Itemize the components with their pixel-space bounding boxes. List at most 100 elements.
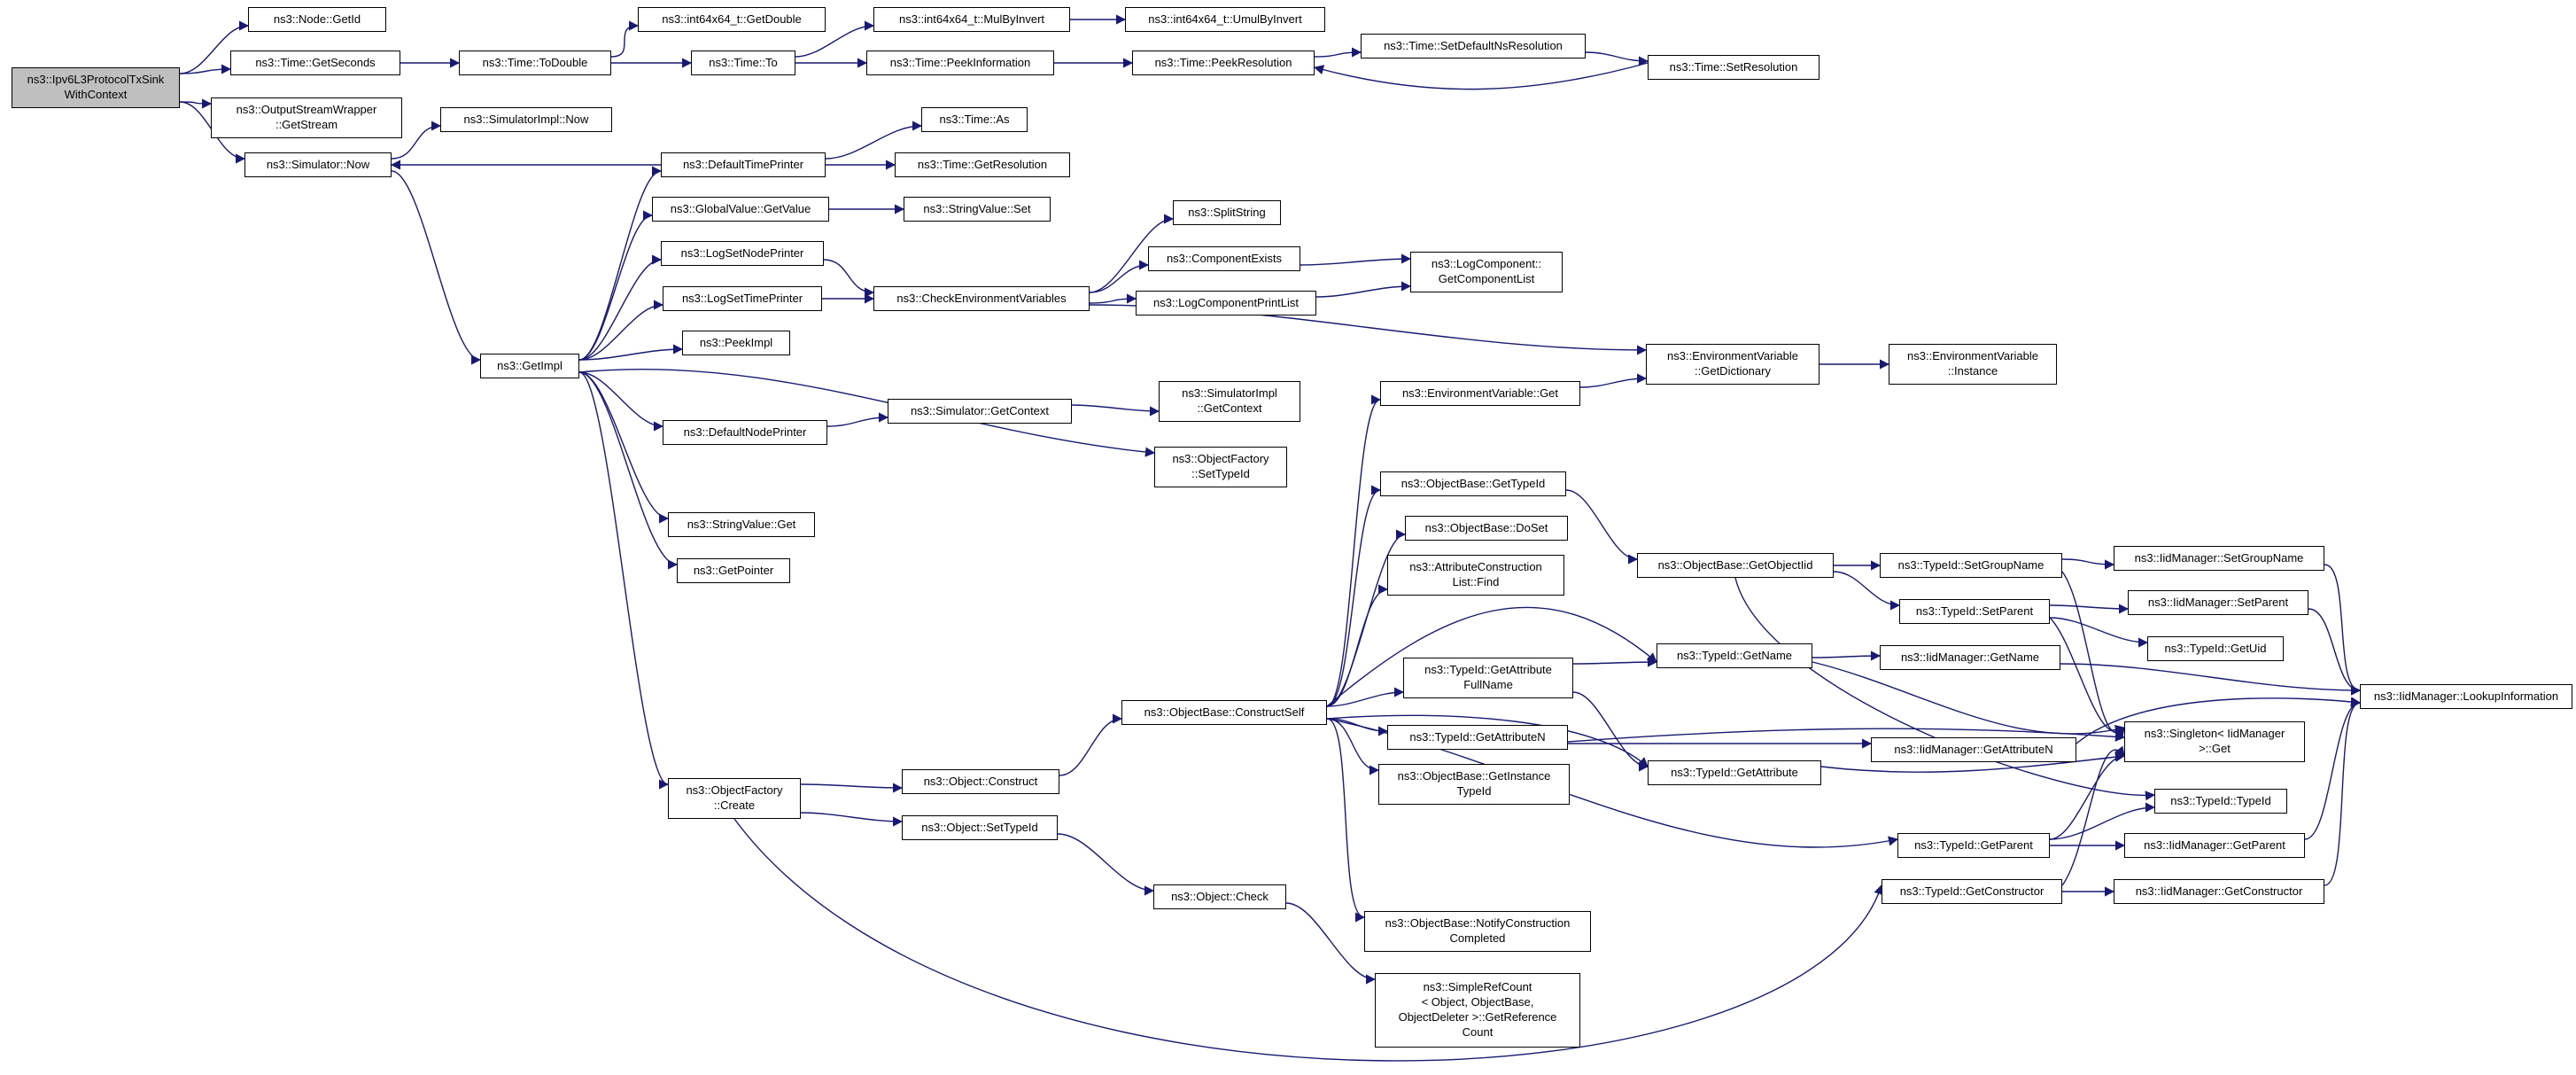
node-svSet[interactable]: ns3::StringValue::Set xyxy=(904,197,1051,222)
edge-getImpl-logSetTimePrinter xyxy=(578,300,664,361)
edge-timeToDouble-i64GetDouble xyxy=(610,20,640,58)
node-simNow[interactable]: ns3::Simulator::Now xyxy=(244,152,392,177)
node-peekImpl[interactable]: ns3::PeekImpl xyxy=(682,331,790,355)
node-obGetObjectIid[interactable]: ns3::ObjectBase::GetObjectIid xyxy=(1637,553,1834,578)
edge-getImpl-ofCreate xyxy=(578,371,670,790)
node-iidSetParent[interactable]: ns3::IidManager::SetParent xyxy=(2128,590,2308,615)
node-tidGetUid[interactable]: ns3::TypeId::GetUid xyxy=(2147,636,2284,661)
node-tidTypeId[interactable]: ns3::TypeId::TypeId xyxy=(2154,789,2287,814)
edge-tidSetGroupName-singletonGet xyxy=(2061,571,2125,738)
edge-obConstructSelf-envGet xyxy=(1326,394,1382,707)
edge-envGet-envGetDictionary xyxy=(1579,373,1648,388)
node-splitString[interactable]: ns3::SplitString xyxy=(1173,200,1281,225)
node-tidGetConstructor[interactable]: ns3::TypeId::GetConstructor xyxy=(1882,879,2062,904)
node-obNotifyConstructionCompleted[interactable]: ns3::ObjectBase::NotifyConstruction Comp… xyxy=(1364,911,1591,952)
node-iidGetName[interactable]: ns3::IidManager::GetName xyxy=(1880,645,2060,670)
node-iidGetAttributeN[interactable]: ns3::IidManager::GetAttributeN xyxy=(1871,737,2076,762)
node-logComponentPrintList[interactable]: ns3::LogComponentPrintList xyxy=(1136,291,1316,315)
node-defaultNodePrinter[interactable]: ns3::DefaultNodePrinter xyxy=(663,420,827,445)
node-iidGetParent[interactable]: ns3::IidManager::GetParent xyxy=(2124,833,2305,858)
edge-getImpl-gvGetValue xyxy=(578,210,654,361)
node-logSetNodePrinter[interactable]: ns3::LogSetNodePrinter xyxy=(661,241,824,266)
node-timeTo[interactable]: ns3::Time::To xyxy=(691,51,795,75)
node-logSetTimePrinter[interactable]: ns3::LogSetTimePrinter xyxy=(663,286,822,311)
node-iidLookupInformation[interactable]: ns3::IidManager::LookupInformation xyxy=(2360,684,2572,709)
edge-tidGetAttributeN-singletonGet xyxy=(1567,728,2126,743)
node-txsink: ns3::Ipv6L3ProtocolTxSink WithContext xyxy=(12,67,180,108)
node-timeGetResolution[interactable]: ns3::Time::GetResolution xyxy=(895,152,1070,177)
node-tidGetParent[interactable]: ns3::TypeId::GetParent xyxy=(1897,833,2050,858)
edge-obConstructSelf-tidGetName xyxy=(1326,606,1657,707)
node-tidGetName[interactable]: ns3::TypeId::GetName xyxy=(1657,643,1812,668)
node-i64UmulByInvert[interactable]: ns3::int64x64_t::UmulByInvert xyxy=(1125,7,1325,32)
node-objSetTypeId[interactable]: ns3::Object::SetTypeId xyxy=(902,815,1058,840)
edge-tidSetParent-singletonGet xyxy=(2049,617,2125,738)
node-checkEnvVars[interactable]: ns3::CheckEnvironmentVariables xyxy=(873,286,1090,311)
node-obGetTypeId[interactable]: ns3::ObjectBase::GetTypeId xyxy=(1380,471,1566,496)
edge-txsink-nodeGetId xyxy=(179,20,250,74)
edge-getImpl-peekImpl xyxy=(578,344,684,361)
node-objConstruct[interactable]: ns3::Object::Construct xyxy=(902,769,1059,794)
node-envGetDictionary[interactable]: ns3::EnvironmentVariable ::GetDictionary xyxy=(1646,344,1819,385)
node-oswGetStream[interactable]: ns3::OutputStreamWrapper ::GetStream xyxy=(211,97,402,138)
edge-txsink-timeGetSeconds xyxy=(179,64,232,74)
node-iidSetGroupName[interactable]: ns3::IidManager::SetGroupName xyxy=(2114,546,2324,571)
node-defaultTimePrinter[interactable]: ns3::DefaultTimePrinter xyxy=(661,152,826,177)
node-srcGetReferenceCount[interactable]: ns3::SimpleRefCount < Object, ObjectBase… xyxy=(1375,973,1580,1048)
node-envInstance[interactable]: ns3::EnvironmentVariable ::Instance xyxy=(1889,344,2057,385)
edge-iidGetName-iidLookupInformation xyxy=(2060,663,2362,696)
node-ofCreate[interactable]: ns3::ObjectFactory ::Create xyxy=(668,778,801,819)
node-timeGetSeconds[interactable]: ns3::Time::GetSeconds xyxy=(230,51,400,75)
edge-iidSetParent-iidLookupInformation xyxy=(2308,608,2362,696)
node-obGetInstanceTypeId[interactable]: ns3::ObjectBase::GetInstance TypeId xyxy=(1378,764,1570,805)
edge-defaultNodePrinter-simGetContext xyxy=(826,412,889,427)
node-singletonGet[interactable]: ns3::Singleton< IidManager >::Get xyxy=(2124,721,2305,762)
edge-getImpl-logSetNodePrinter xyxy=(578,254,663,361)
edge-getImpl-getPointer xyxy=(578,371,679,570)
edge-timePeekResolution-timeSetDefaultNsResolution xyxy=(1314,47,1362,58)
node-timePeekInformation[interactable]: ns3::Time::PeekInformation xyxy=(866,51,1054,75)
node-i64MulByInvert[interactable]: ns3::int64x64_t::MulByInvert xyxy=(873,7,1070,32)
node-tidSetGroupName[interactable]: ns3::TypeId::SetGroupName xyxy=(1880,553,2062,578)
edge-timeTo-i64MulByInvert xyxy=(795,20,875,58)
node-svGet[interactable]: ns3::StringValue::Get xyxy=(668,512,815,537)
node-obConstructSelf[interactable]: ns3::ObjectBase::ConstructSelf xyxy=(1121,700,1327,725)
edge-iidSetGroupName-iidLookupInformation xyxy=(2324,564,2362,696)
node-nodeGetId[interactable]: ns3::Node::GetId xyxy=(248,7,386,32)
edge-logComponentPrintList-lcGetComponentList xyxy=(1315,281,1412,298)
node-gvGetValue[interactable]: ns3::GlobalValue::GetValue xyxy=(652,197,829,222)
edge-ofCreate-tidGetConstructor xyxy=(733,818,1884,1062)
node-iidGetConstructor[interactable]: ns3::IidManager::GetConstructor xyxy=(2114,879,2324,904)
node-ofSetTypeId[interactable]: ns3::ObjectFactory ::SetTypeId xyxy=(1154,447,1287,487)
node-timePeekResolution[interactable]: ns3::Time::PeekResolution xyxy=(1132,51,1315,75)
edge-getImpl-defaultNodePrinter xyxy=(578,371,664,432)
node-objCheck[interactable]: ns3::Object::Check xyxy=(1153,884,1286,909)
node-componentExists[interactable]: ns3::ComponentExists xyxy=(1148,246,1300,271)
edge-obConstructSelf-tidGetAttribute xyxy=(1326,714,1649,767)
edge-obConstructSelf-obNotifyConstructionCompleted xyxy=(1326,718,1366,923)
node-lcGetComponentList[interactable]: ns3::LogComponent:: GetComponentList xyxy=(1410,252,1563,292)
node-timeAs[interactable]: ns3::Time::As xyxy=(921,107,1028,132)
node-getPointer[interactable]: ns3::GetPointer xyxy=(677,558,790,583)
node-getImpl[interactable]: ns3::GetImpl xyxy=(480,354,579,378)
node-tidGetAttribute[interactable]: ns3::TypeId::GetAttribute xyxy=(1648,760,1821,785)
node-simImplGetContext[interactable]: ns3::SimulatorImpl ::GetContext xyxy=(1159,381,1300,422)
node-tidSetParent[interactable]: ns3::TypeId::SetParent xyxy=(1899,599,2050,624)
node-simGetContext[interactable]: ns3::Simulator::GetContext xyxy=(888,399,1072,424)
node-tidGetAttributeFullName[interactable]: ns3::TypeId::GetAttribute FullName xyxy=(1403,658,1573,698)
node-timeSetResolution[interactable]: ns3::Time::SetResolution xyxy=(1648,55,1819,80)
node-timeSetDefaultNsResolution[interactable]: ns3::Time::SetDefaultNsResolution xyxy=(1361,34,1586,58)
node-obDoSet[interactable]: ns3::ObjectBase::DoSet xyxy=(1405,516,1568,541)
node-tidGetAttributeN[interactable]: ns3::TypeId::GetAttributeN xyxy=(1387,725,1568,750)
edge-objCheck-srcGetReferenceCount xyxy=(1285,902,1377,985)
edge-simGetContext-simImplGetContext xyxy=(1071,404,1160,417)
node-i64GetDouble[interactable]: ns3::int64x64_t::GetDouble xyxy=(638,7,826,32)
node-simImplNow[interactable]: ns3::SimulatorImpl::Now xyxy=(440,107,612,132)
edge-iidGetAttributeN-iidLookupInformation xyxy=(2076,697,2362,744)
node-envGet[interactable]: ns3::EnvironmentVariable::Get xyxy=(1380,381,1580,406)
edge-simNow-getImpl xyxy=(391,170,482,365)
node-timeToDouble[interactable]: ns3::Time::ToDouble xyxy=(459,51,611,75)
edge-defaultTimePrinter-timeAs xyxy=(825,121,923,160)
node-aclFind[interactable]: ns3::AttributeConstruction List::Find xyxy=(1387,555,1564,596)
